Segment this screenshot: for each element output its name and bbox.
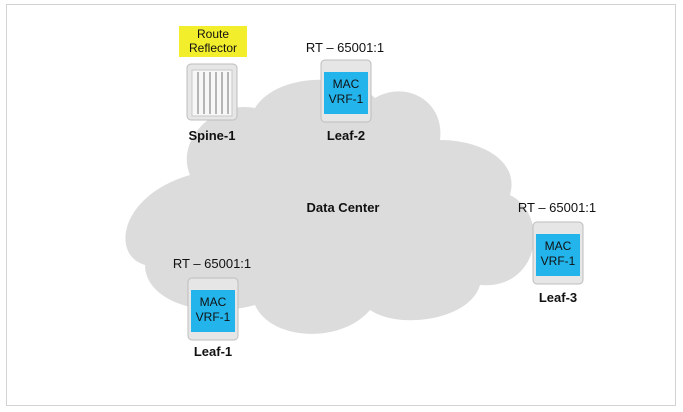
data-center-cloud — [125, 79, 535, 334]
leaf-3-mac: MAC — [545, 239, 572, 253]
spine-1-name: Spine-1 — [189, 128, 236, 143]
leaf-1-vrf: VRF-1 — [196, 310, 231, 324]
leaf-1-name: Leaf-1 — [194, 344, 232, 359]
leaf-2-name: Leaf-2 — [327, 128, 365, 143]
leaf-1-mac: MAC — [200, 295, 227, 309]
leaf-1-device — [187, 277, 239, 341]
leaf-2-mac: MAC — [333, 77, 360, 91]
route-reflector-highlight — [179, 26, 247, 57]
spine-1-device — [186, 63, 238, 121]
data-center-label: Data Center — [307, 200, 380, 215]
leaf-2-rt: RT – 65001:1 — [306, 40, 384, 55]
leaf-3-rt: RT – 65001:1 — [518, 200, 596, 215]
leaf-3-name: Leaf-3 — [539, 290, 577, 305]
leaf-1-rt: RT – 65001:1 — [173, 256, 251, 271]
route-reflector-label-line2: Reflector — [189, 41, 237, 55]
leaf-2-vrf: VRF-1 — [329, 92, 364, 106]
leaf-2-device — [320, 59, 372, 123]
leaf-3-device — [532, 221, 584, 285]
leaf-3-vrf: VRF-1 — [541, 254, 576, 268]
route-reflector-label-line1: Route — [197, 27, 229, 41]
